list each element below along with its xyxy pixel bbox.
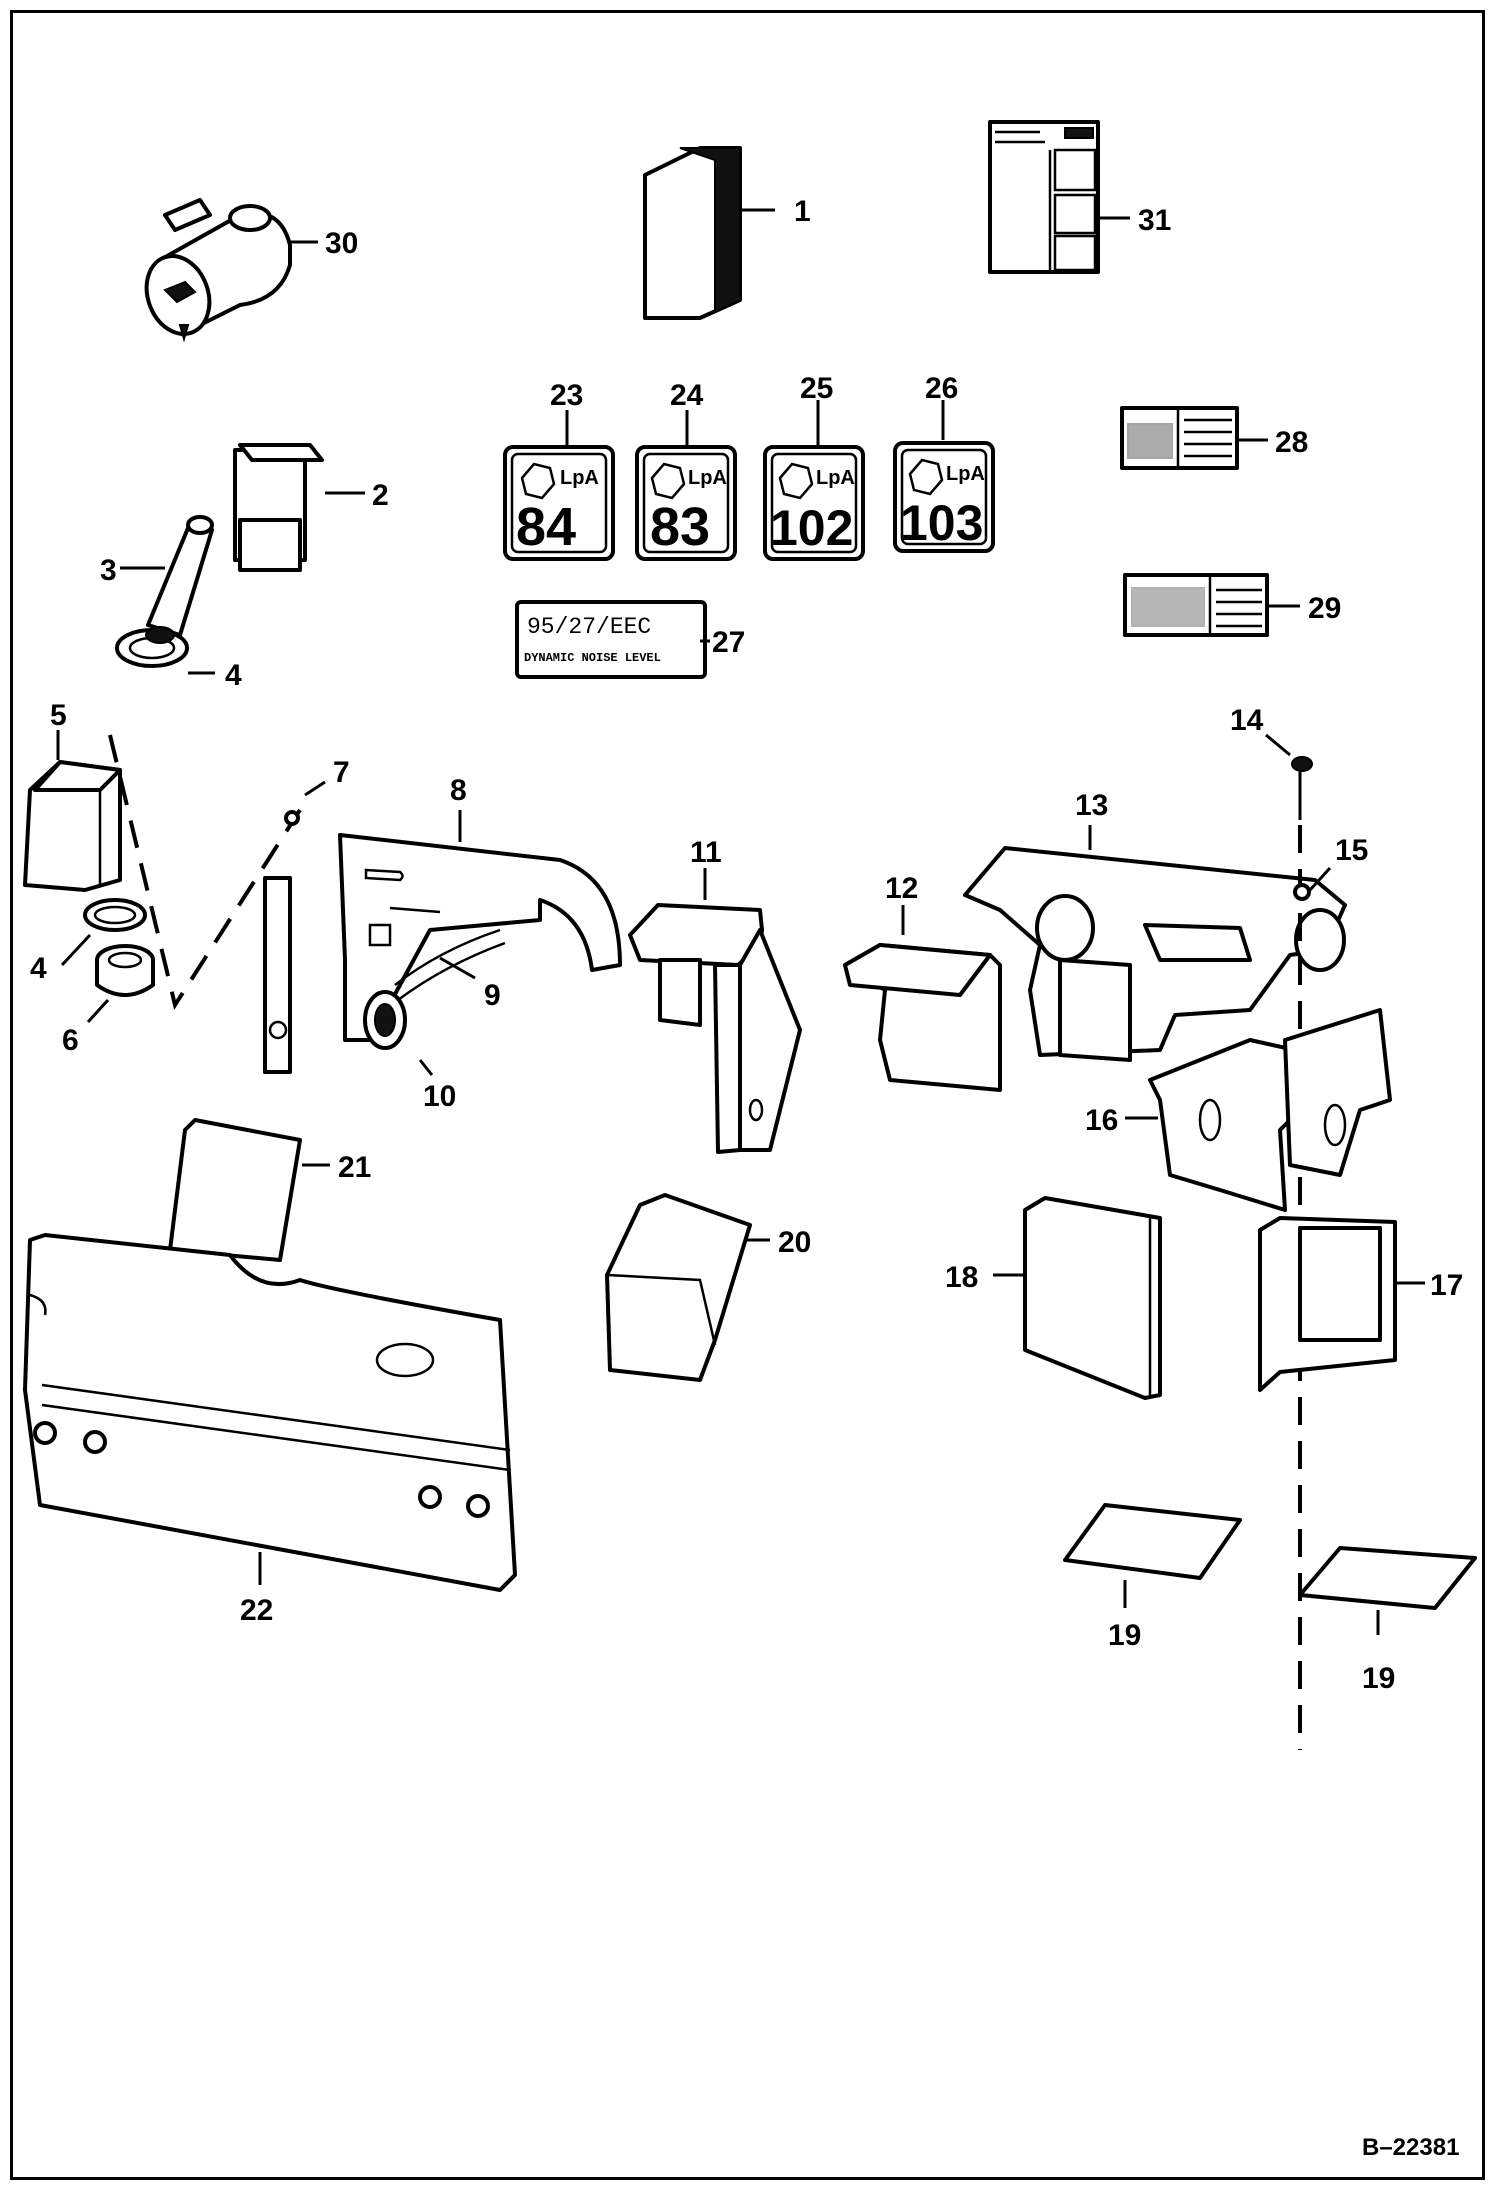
callout-5: 5 [50, 699, 67, 732]
callout-20: 20 [778, 1226, 811, 1259]
decal-26: LpA 103 [893, 400, 995, 553]
part-20-foam [605, 1193, 770, 1382]
decal-25-value: 102 [770, 500, 853, 556]
callout-18: 18 [945, 1261, 978, 1294]
part-15-nut [1293, 866, 1332, 901]
callout-28: 28 [1275, 426, 1308, 459]
part-8-side-panel [263, 810, 622, 1074]
svg-text:LpA: LpA [816, 467, 855, 489]
callout-29: 29 [1308, 592, 1341, 625]
svg-text:LpA: LpA [688, 467, 727, 489]
decal-25: LpA 102 [763, 400, 865, 561]
callout-6: 6 [62, 1024, 79, 1057]
part-21-panel [168, 1118, 330, 1262]
decal-28 [1120, 406, 1268, 470]
callout-3: 3 [100, 554, 117, 587]
callout-22: 22 [240, 1594, 273, 1627]
part-13-center-shroud [963, 825, 1347, 1062]
drawing-number: B–22381 [1362, 2134, 1459, 2161]
decal-23-value: 84 [516, 497, 576, 557]
decal-23: LpA 84 [503, 410, 615, 561]
callout-21: 21 [338, 1151, 371, 1184]
svg-text:LpA: LpA [560, 467, 599, 489]
part-4-clamp-upper [115, 626, 215, 675]
callout-12: 12 [885, 872, 918, 905]
part-22-skirt-panel [23, 1233, 517, 1592]
callout-24: 24 [670, 379, 704, 412]
part-18-foam-block [993, 1196, 1162, 1400]
part-2-bracket [233, 443, 365, 572]
callout-19-right: 19 [1362, 1662, 1395, 1695]
part-9-fender-bracket [394, 928, 506, 1002]
part-5-cover [23, 730, 302, 1011]
part-10-bearing [363, 990, 434, 1076]
callout-17: 17 [1430, 1269, 1463, 1302]
part-31-manual [988, 120, 1130, 274]
callout-9: 9 [484, 979, 501, 1012]
part-11-post-bracket [628, 868, 802, 1154]
part-4-ring-lower [60, 898, 147, 967]
decal-27: 95/27/EEC DYNAMIC NOISE LEVEL [515, 600, 710, 679]
callout-27: 27 [712, 626, 745, 659]
part-7-nut [284, 780, 326, 826]
callout-10: 10 [423, 1080, 456, 1113]
decal-29 [1123, 573, 1300, 637]
callout-7: 7 [333, 756, 350, 789]
part-3-tube [120, 515, 214, 637]
callout-30: 30 [325, 227, 358, 260]
part-30-muffler [144, 198, 318, 343]
callout-14: 14 [1230, 704, 1264, 737]
callout-1: 1 [794, 195, 811, 228]
callout-4-lower: 4 [30, 952, 47, 985]
callout-31: 31 [1138, 204, 1171, 237]
drawing-border [10, 10, 1485, 2180]
callout-8: 8 [450, 774, 467, 807]
decal-26-value: 103 [900, 495, 983, 551]
svg-text:LpA: LpA [946, 463, 985, 485]
callout-26: 26 [925, 372, 958, 405]
part-1-block [643, 146, 775, 320]
part-12-plate [843, 905, 1002, 1092]
callout-4-upper: 4 [225, 659, 242, 692]
decal-27-line1: 95/27/EEC [527, 614, 651, 640]
callout-25: 25 [800, 372, 833, 405]
part-17-foam-frame [1258, 1216, 1425, 1392]
decal-24-value: 83 [650, 497, 710, 557]
callout-23: 23 [550, 379, 583, 412]
decal-24: LpA 83 [635, 410, 737, 561]
callout-15: 15 [1335, 834, 1368, 867]
part-19-pad-right [1298, 1546, 1477, 1635]
part-19-pad-left [1063, 1503, 1242, 1608]
callout-13: 13 [1075, 789, 1108, 822]
part-6-grommet [86, 944, 155, 1024]
callout-2: 2 [372, 479, 389, 512]
callout-11: 11 [690, 836, 722, 869]
part-16-bulkhead [1125, 1008, 1392, 1212]
callout-19-left: 19 [1108, 1619, 1141, 1652]
callout-16: 16 [1085, 1104, 1118, 1137]
decal-27-line2: DYNAMIC NOISE LEVEL [524, 651, 661, 665]
